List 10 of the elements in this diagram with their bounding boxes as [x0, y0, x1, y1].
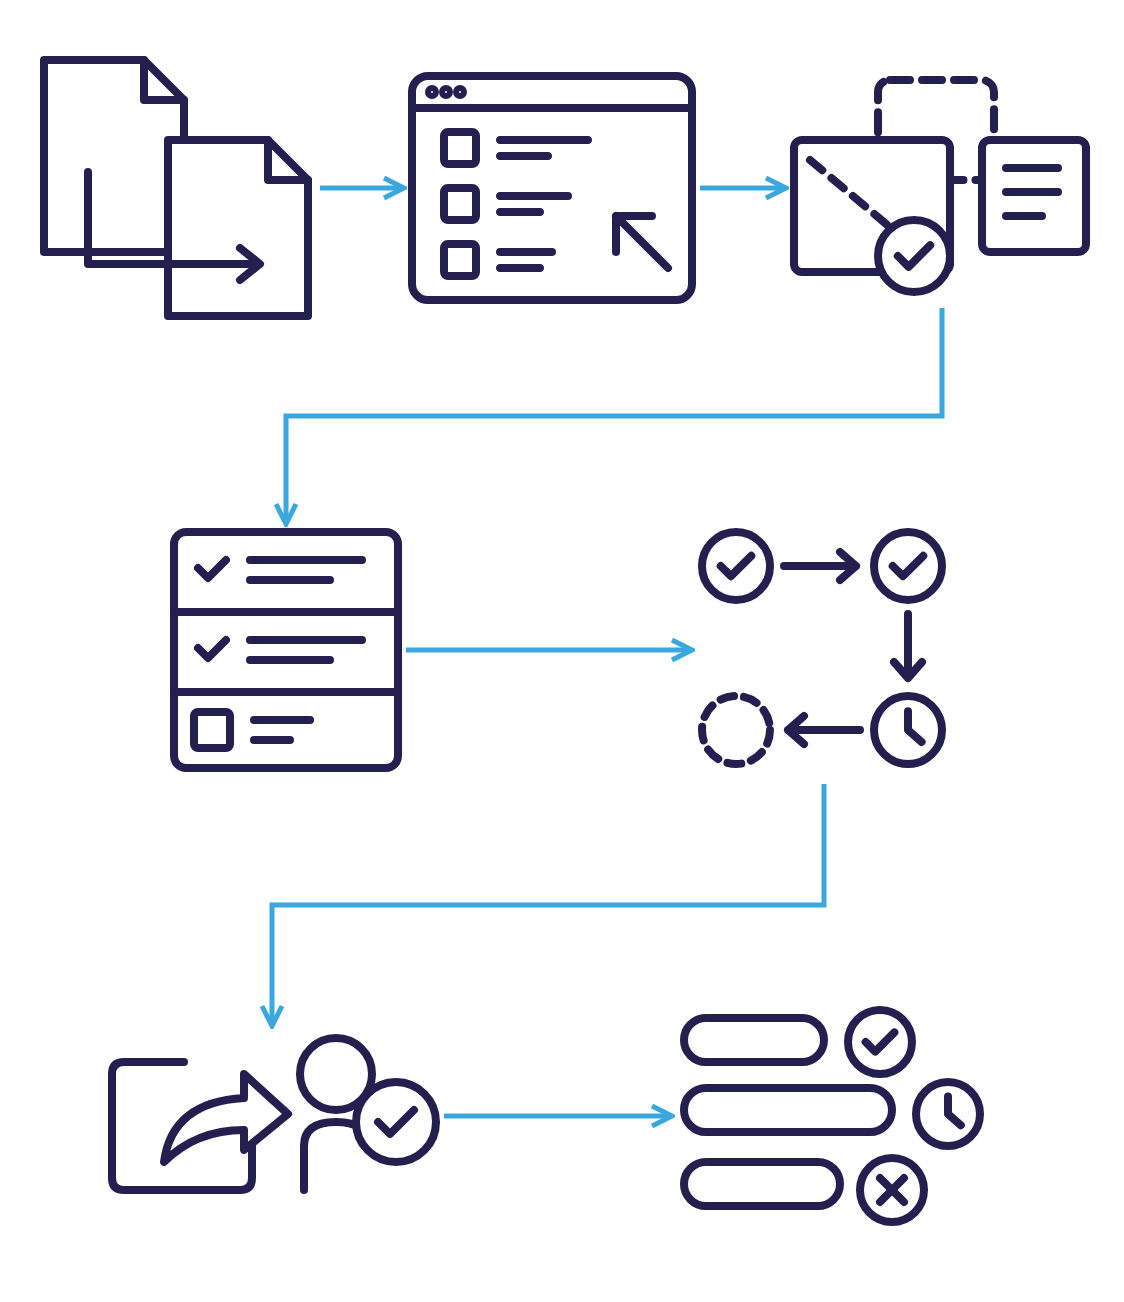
image-collage-icon: [790, 72, 1094, 300]
arrow: [444, 1103, 675, 1129]
arrow: [406, 637, 695, 663]
checklist-icon: [170, 528, 402, 772]
arrow: [273, 308, 945, 527]
arrow: [700, 175, 789, 201]
browser-window-icon: [408, 72, 696, 304]
documents-icon: [36, 52, 316, 324]
arrow: [320, 175, 407, 201]
arrow: [259, 784, 827, 1029]
